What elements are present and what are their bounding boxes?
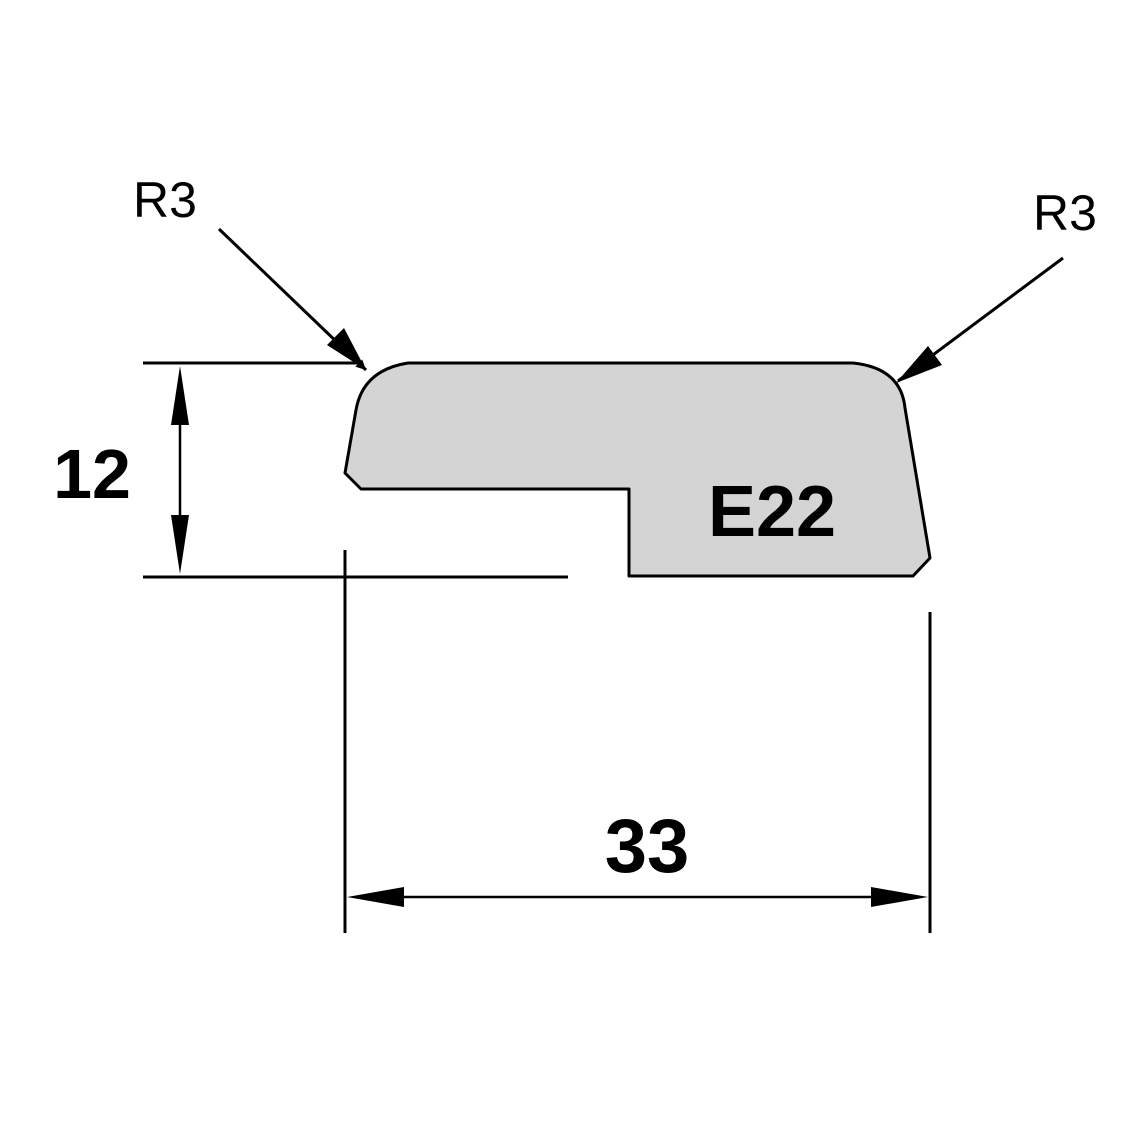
- profile-section: [343, 361, 932, 578]
- radius-left-arrowhead: [327, 328, 366, 370]
- radius-right-arrowhead: [896, 346, 942, 383]
- width-dimension-line: [347, 887, 928, 907]
- profile-code-label: E22: [708, 472, 836, 552]
- height-dimension-line: [171, 366, 189, 574]
- width-dimension-label: 33: [605, 804, 690, 889]
- height-dimension-label: 12: [53, 435, 131, 513]
- radius-left-label: R3: [133, 172, 197, 228]
- radius-right-label: R3: [1033, 185, 1097, 241]
